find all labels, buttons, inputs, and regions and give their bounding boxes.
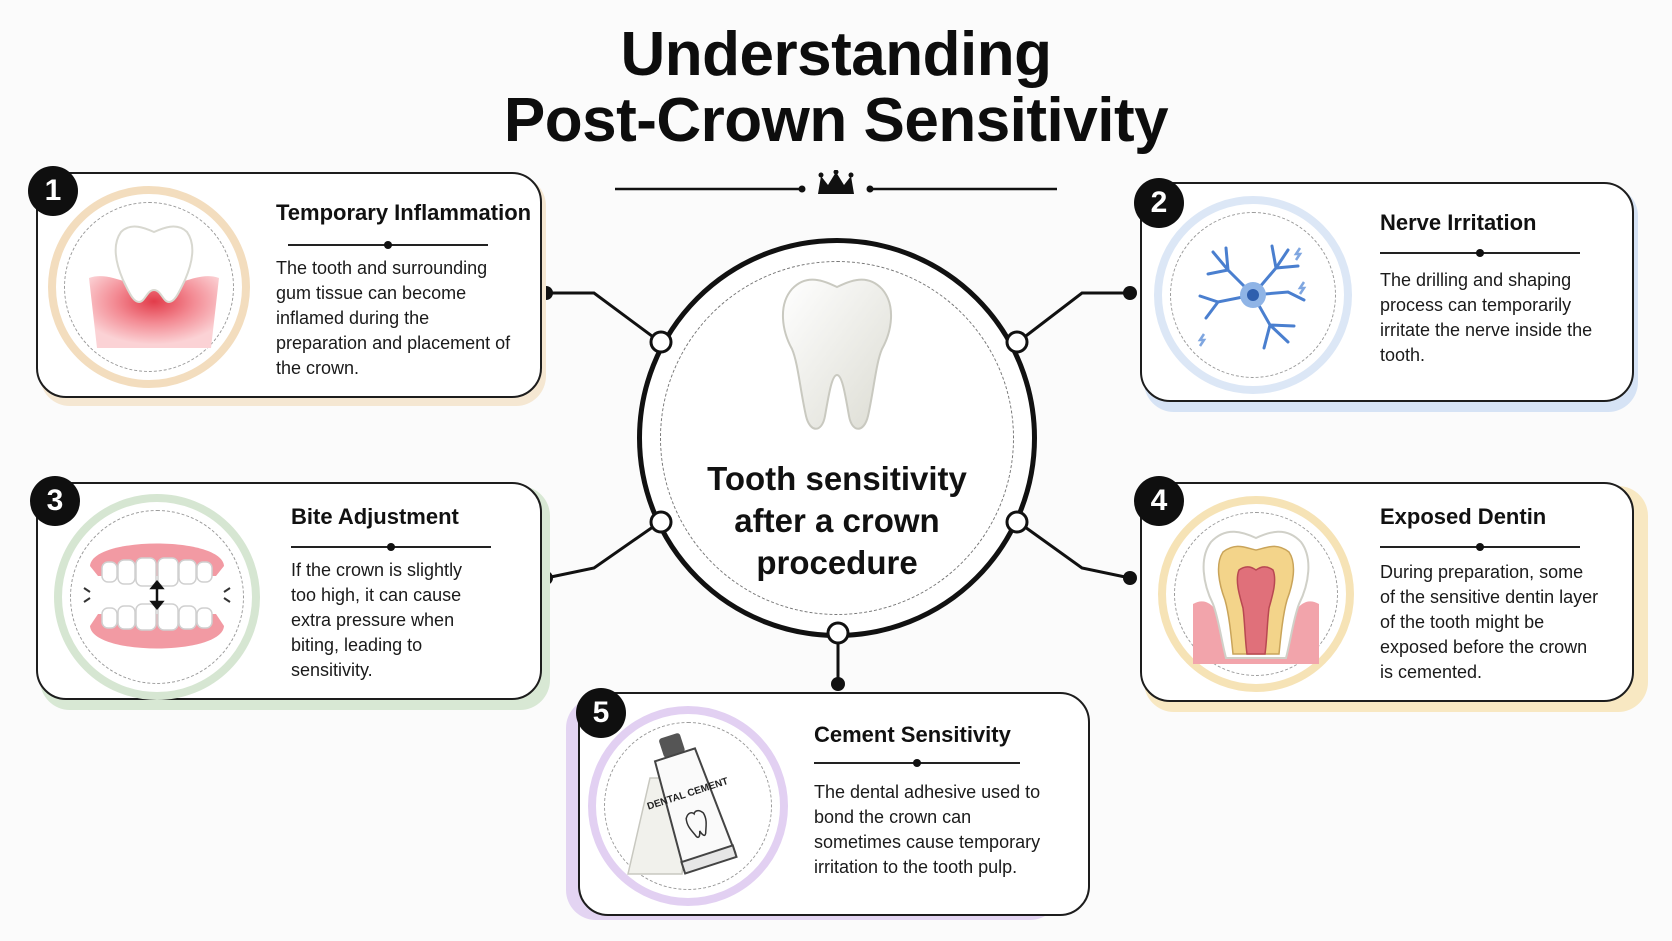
card-title: Exposed Dentin [1380, 504, 1547, 529]
card-description: During preparation, some of the sensitiv… [1380, 562, 1599, 682]
card-3-medallion [54, 494, 260, 700]
title-line-2: Post-Crown Sensitivity [503, 86, 1169, 155]
center-hub: Tooth sensitivity after a crown procedur… [637, 238, 1037, 638]
card-description: The dental adhesive used to bond the cro… [814, 782, 1041, 877]
title-line-1: Understanding [620, 20, 1052, 89]
card-5-medallion: DENTAL CEMENT [588, 706, 788, 906]
nerve-cell-icon [1197, 244, 1307, 350]
step-number-badge: 1 [28, 166, 78, 216]
card-title-rule [1380, 543, 1580, 551]
hub-line-1: Tooth sensitivity [707, 460, 967, 497]
inflamed-gum-tooth-icon [89, 225, 219, 348]
card-2-medallion [1154, 196, 1352, 394]
hub-line-2: after a crown [734, 502, 940, 539]
tooth-icon [781, 278, 893, 430]
hub-line-3: procedure [756, 544, 918, 581]
card-title: Cement Sensitivity [814, 722, 1011, 747]
card-title-rule [288, 241, 488, 249]
step-number-badge: 3 [30, 476, 80, 526]
page-title: Understanding Post-Crown Sensitivity [0, 22, 1672, 154]
card-title-rule [1380, 249, 1580, 257]
teeth-bite-icon [83, 543, 231, 649]
step-number-badge: 4 [1134, 476, 1184, 526]
hub-dashed-ring [660, 261, 1014, 615]
hub-label: Tooth sensitivity after a crown procedur… [642, 458, 1032, 584]
card-description: If the crown is slightly too high, it ca… [291, 560, 463, 680]
card-1-medallion [48, 186, 250, 388]
card-title: Nerve Irritation [1380, 210, 1537, 235]
card-title-rule [291, 543, 491, 551]
card-title: Bite Adjustment [291, 504, 459, 529]
tooth-cross-section-icon [1193, 530, 1319, 664]
card-description: The tooth and surrounding gum tissue can… [276, 258, 511, 378]
card-description: The drilling and shaping process can tem… [1380, 270, 1593, 365]
step-number-badge: 2 [1134, 178, 1184, 228]
title-divider [615, 170, 1057, 194]
crown-icon [818, 170, 854, 194]
step-number-badge: 5 [576, 688, 626, 738]
dental-cement-tube-icon: DENTAL CEMENT [627, 733, 738, 875]
card-4-medallion [1158, 496, 1354, 692]
card-title-rule [814, 759, 1020, 767]
card-title: Temporary Inflammation [276, 200, 532, 225]
